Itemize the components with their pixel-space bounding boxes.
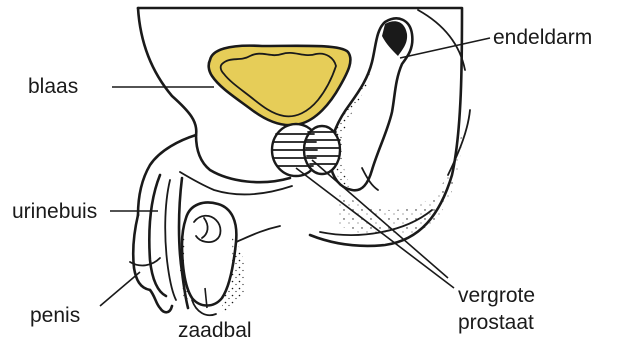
prostate [272,124,340,176]
rectum [330,18,413,190]
label-rectum: endeldarm [493,26,592,49]
prostate-leader-2 [296,168,454,288]
urethra-penis [130,135,292,312]
label-bladder: blaas [28,75,78,98]
label-urethra: urinebuis [12,200,97,223]
label-prostate-line2: prostaat [458,311,534,334]
testicle [180,203,280,316]
label-penis: penis [30,304,80,327]
penis-leader [100,272,140,306]
bladder [209,46,351,126]
label-prostate-line1: vergrote [458,284,535,307]
label-testicle: zaadbal [178,319,252,342]
